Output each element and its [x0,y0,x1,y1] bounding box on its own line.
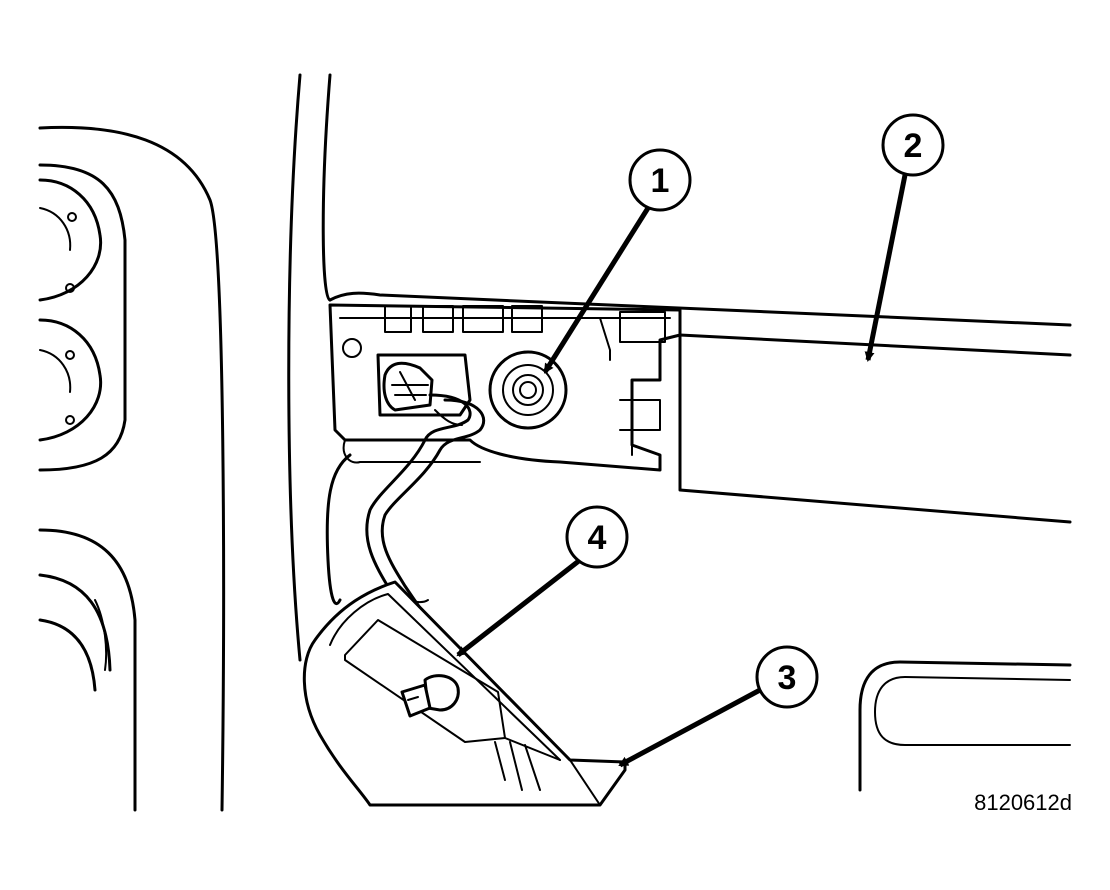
callout-3: 3 [755,645,819,709]
callout-4: 4 [565,505,629,569]
airbag-connector [400,674,460,718]
leader-arrow-4 [456,558,582,657]
console-edge [325,453,352,606]
clockspring-connector [376,353,472,417]
callout-3-label: 3 [778,659,797,697]
mounting-nut [488,350,568,430]
leader-arrow-3 [618,687,762,768]
callout-1: 1 [628,148,692,212]
instrument-panel-top [328,291,1072,524]
center-stack-edge [287,73,332,662]
leader-arrow-2 [864,174,908,362]
callout-2-label: 2 [904,127,923,165]
trim-cover [302,580,627,807]
callout-2: 2 [881,113,945,177]
glove-box-outline [858,660,1072,792]
left-panel-vents [38,125,226,812]
figure-reference: 8120612d [974,790,1072,815]
callout-1-label: 1 [651,162,670,200]
leader-arrow-1 [542,206,651,374]
callout-4-label: 4 [588,519,607,557]
